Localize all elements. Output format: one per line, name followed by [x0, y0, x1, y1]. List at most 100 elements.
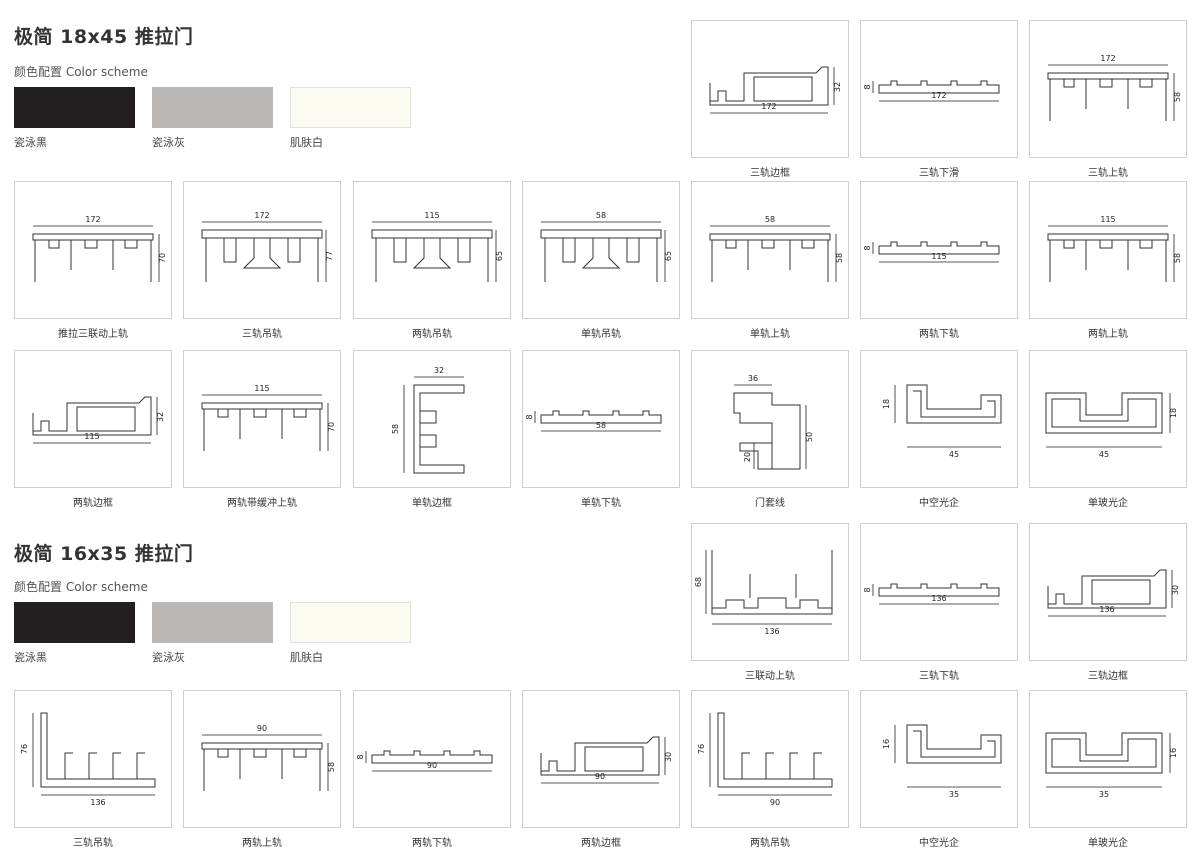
profile-outline [711, 597, 833, 615]
section-1-subtitle: 颜色配置 Color scheme [14, 65, 148, 79]
width-dimension-label: 136 [931, 594, 946, 603]
width-dimension-label: 172 [254, 211, 269, 220]
swatch-white [290, 87, 411, 128]
height-dimension-label: 65 [495, 251, 504, 261]
profile-fins [64, 752, 145, 779]
width-dimension-label: 115 [254, 384, 269, 393]
height-dimension-label: 32 [156, 412, 165, 422]
profile-outline [371, 750, 493, 764]
profile-fins [741, 752, 822, 779]
profile-fins [749, 574, 797, 598]
profile-outline [32, 233, 154, 241]
profile-caption: 中空光企 [919, 498, 959, 509]
profile-caption: 三轨下滑 [919, 168, 959, 179]
swatch-label-gray: 瓷泳灰 [152, 136, 185, 149]
width-dimension-label: 45 [1099, 450, 1109, 459]
profile-caption: 三轨边框 [750, 168, 790, 179]
section-1-title: 极简 18x45 推拉门 [14, 26, 194, 48]
profile-outline [1047, 569, 1167, 609]
profile-outline [540, 736, 660, 776]
profile-hangers [393, 238, 471, 269]
width-dimension-label: 115 [424, 211, 439, 220]
profile-caption: 中空光企 [919, 838, 959, 849]
profile-chamber [753, 76, 813, 102]
height-dimension-label: 65 [664, 251, 673, 261]
swatch-label-white: 肌肤白 [290, 136, 323, 149]
height-dimension-label: 50 [805, 432, 814, 442]
width-dimension-label: 35 [1099, 790, 1109, 799]
height-dimension-label: 8 [863, 84, 872, 89]
width-dimension-label: 36 [748, 374, 758, 383]
height-dimension-label: 18 [882, 399, 891, 409]
profile-caption: 三轨下轨 [919, 671, 959, 682]
swatch-white-2 [290, 602, 411, 643]
profile-caption: 两轨下轨 [919, 329, 959, 340]
profile-caption: 两轨带缓冲上轨 [227, 498, 297, 509]
profile-chamber [1091, 579, 1151, 605]
height-dimension-label: 70 [158, 253, 167, 263]
profile-outline [40, 712, 156, 788]
height-dimension-label: 76 [697, 744, 706, 754]
height-dimension-label: 8 [863, 245, 872, 250]
height-dimension-label: 58 [1173, 253, 1182, 263]
profile-caption: 三联动上轨 [745, 671, 795, 682]
profile-inner [1051, 398, 1157, 428]
profile-sides [711, 550, 833, 614]
swatch-gray [152, 87, 273, 128]
profile-caption: 三轨吊轨 [73, 838, 113, 849]
profile-grooves [1063, 240, 1153, 249]
profile-grooves [217, 749, 307, 758]
profile-caption: 单玻光企 [1088, 498, 1128, 509]
profile-caption: 两轨吊轨 [750, 838, 790, 849]
swatch-label-black-2: 瓷泳黑 [14, 651, 47, 664]
width-dimension-label: 90 [257, 724, 267, 733]
profile-caption: 两轨吊轨 [412, 329, 452, 340]
profile-outline [540, 410, 662, 424]
profile-outline [201, 229, 323, 239]
swatch-label-white-2: 肌肤白 [290, 651, 323, 664]
profile-caption: 三轨上轨 [1088, 168, 1128, 179]
profile-legs [203, 749, 321, 791]
profile-inner [913, 390, 996, 418]
height-dimension-label: 58 [1173, 92, 1182, 102]
width-dimension-label: 136 [1099, 605, 1114, 614]
height-dimension-label: 8 [525, 414, 534, 419]
height-dimension-label: 58 [391, 424, 400, 434]
profile-caption: 单轨吊轨 [581, 329, 621, 340]
profile-caption: 单轨下轨 [581, 498, 621, 509]
profile-chambers [420, 410, 437, 448]
profile-legs [1049, 240, 1167, 282]
height-dimension-label: 32 [833, 82, 842, 92]
profile-outline [878, 583, 1000, 597]
swatch-black [14, 87, 135, 128]
profile-hangers [223, 238, 301, 269]
profile-caption: 两轨边框 [581, 838, 621, 849]
profile-outline [906, 384, 1002, 424]
profile-caption: 单玻光企 [1088, 838, 1128, 849]
